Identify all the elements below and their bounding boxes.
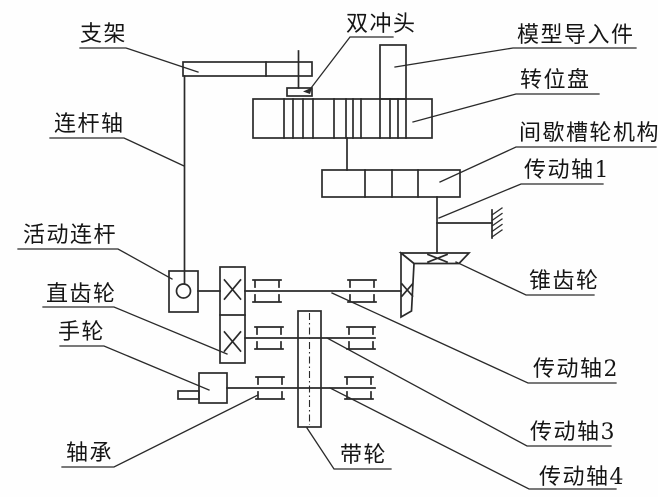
leader-connecting-rod-shaft [49,137,185,167]
spur-gear-top-x [223,278,242,301]
callout-connecting-rod-shaft: 连杆轴 [49,112,185,167]
spur-gear-bottom-x [223,330,242,353]
callout-drive-shaft-1: 传动轴1 [438,158,610,219]
leader-belt-pulley [306,427,392,470]
callout-drive-shaft-4: 传动轴4 [329,387,625,490]
leader-bearing [61,394,259,468]
label-bracket: 支架 [80,22,127,47]
label-drive-shaft-4: 传动轴4 [539,465,625,490]
hand-wheel-handle [177,390,200,400]
wall-hatching [491,207,503,238]
callout-indexing-disc: 转位盘 [412,68,600,123]
label-spur-gear: 直齿轮 [46,282,117,307]
bevel-gear-vertical-x [400,282,414,298]
label-bevel-gear: 锥齿轮 [529,269,600,294]
movable-link-pin [175,283,192,299]
label-double-punch: 双冲头 [346,12,417,37]
label-bearing: 轴承 [66,441,113,466]
bearing-shaft2-right [347,279,377,303]
callout-model-guide: 模型导入件 [394,23,637,68]
machine-drawing [168,44,503,428]
callout-double-punch: 双冲头 [303,12,417,94]
leader-double-punch [307,36,394,93]
callout-geneva-mechanism: 间歇槽轮机构 [439,121,658,183]
leader-drive-shaft-1 [438,183,604,219]
movable-link-block [168,270,199,313]
bearing-shaft4-right [344,376,374,400]
callout-hand-wheel: 手轮 [58,320,210,391]
leader-bracket [79,47,199,73]
leader-geneva-mechanism [439,146,657,183]
bracket-bar [182,61,313,77]
callout-drive-shaft-3: 传动轴3 [326,337,616,447]
leader-bevel-gear [455,261,595,296]
leader-model-guide [394,47,637,68]
leader-spur-gear [42,306,228,355]
bevel-gear-horizontal-x [426,253,449,264]
leader-double-punch-arrow [303,87,312,94]
bearing-shaft3-left [254,326,284,350]
callouts: 支架 连杆轴 活动连杆 直齿轮 手轮 轴承 双冲头 [17,12,658,490]
label-hand-wheel: 手轮 [58,320,105,345]
belt-pulley-block [297,310,322,428]
label-drive-shaft-1: 传动轴1 [524,158,610,183]
callout-spur-gear: 直齿轮 [42,282,228,355]
geneva-divisions [364,169,419,198]
bearing-shaft4-left [255,376,285,400]
callout-belt-pulley: 带轮 [306,427,392,470]
label-drive-shaft-3: 传动轴3 [530,420,616,445]
geneva-mechanism-block [321,169,461,198]
leader-hand-wheel [59,345,210,391]
callout-drive-shaft-2: 传动轴2 [331,292,619,384]
bevel-gear-vertical [400,251,415,319]
label-indexing-disc: 转位盘 [520,68,591,93]
label-drive-shaft-2: 传动轴2 [533,357,619,382]
callout-bracket: 支架 [79,22,199,73]
leader-drive-shaft-4 [329,387,617,490]
indexing-disc-block [252,98,433,139]
leader-movable-link [17,248,173,280]
callout-bearing: 轴承 [61,394,259,468]
label-geneva-mechanism: 间歇槽轮机构 [519,121,658,146]
label-belt-pulley: 带轮 [340,443,387,468]
callout-movable-link: 活动连杆 [17,223,173,280]
leader-indexing-disc [412,93,600,123]
model-guide-block [379,44,407,100]
label-model-guide: 模型导入件 [517,23,635,48]
label-connecting-rod-shaft: 连杆轴 [54,112,125,137]
double-punch-head [286,87,313,97]
label-movable-link: 活动连杆 [23,223,117,248]
bearing-shaft2-left [252,279,282,303]
bearing-shaft3-right [346,326,376,350]
leader-drive-shaft-2 [331,292,617,384]
callout-bevel-gear: 锥齿轮 [455,261,600,296]
indexing-disc-slots [283,98,407,139]
leader-drive-shaft-3 [326,337,612,447]
